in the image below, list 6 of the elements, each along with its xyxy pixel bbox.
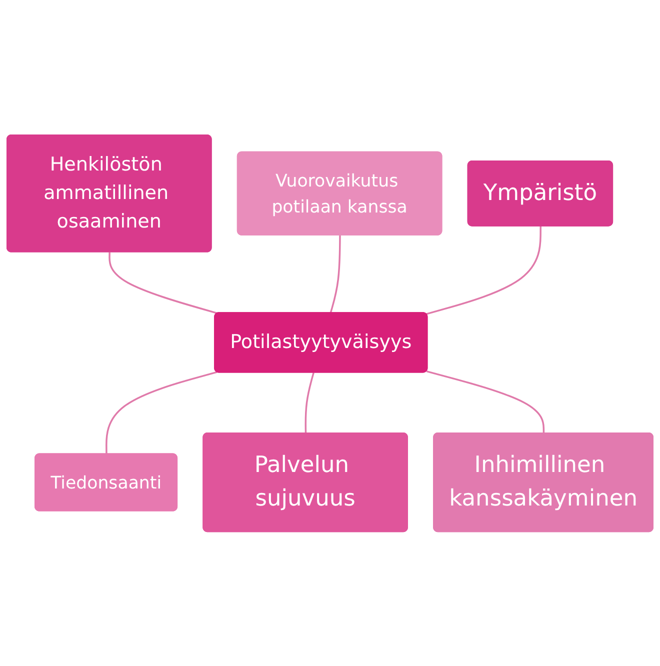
connector <box>426 226 542 315</box>
connector <box>106 370 218 454</box>
connector <box>426 370 545 434</box>
connector <box>330 235 341 313</box>
connector <box>304 372 314 434</box>
connector <box>108 252 218 314</box>
